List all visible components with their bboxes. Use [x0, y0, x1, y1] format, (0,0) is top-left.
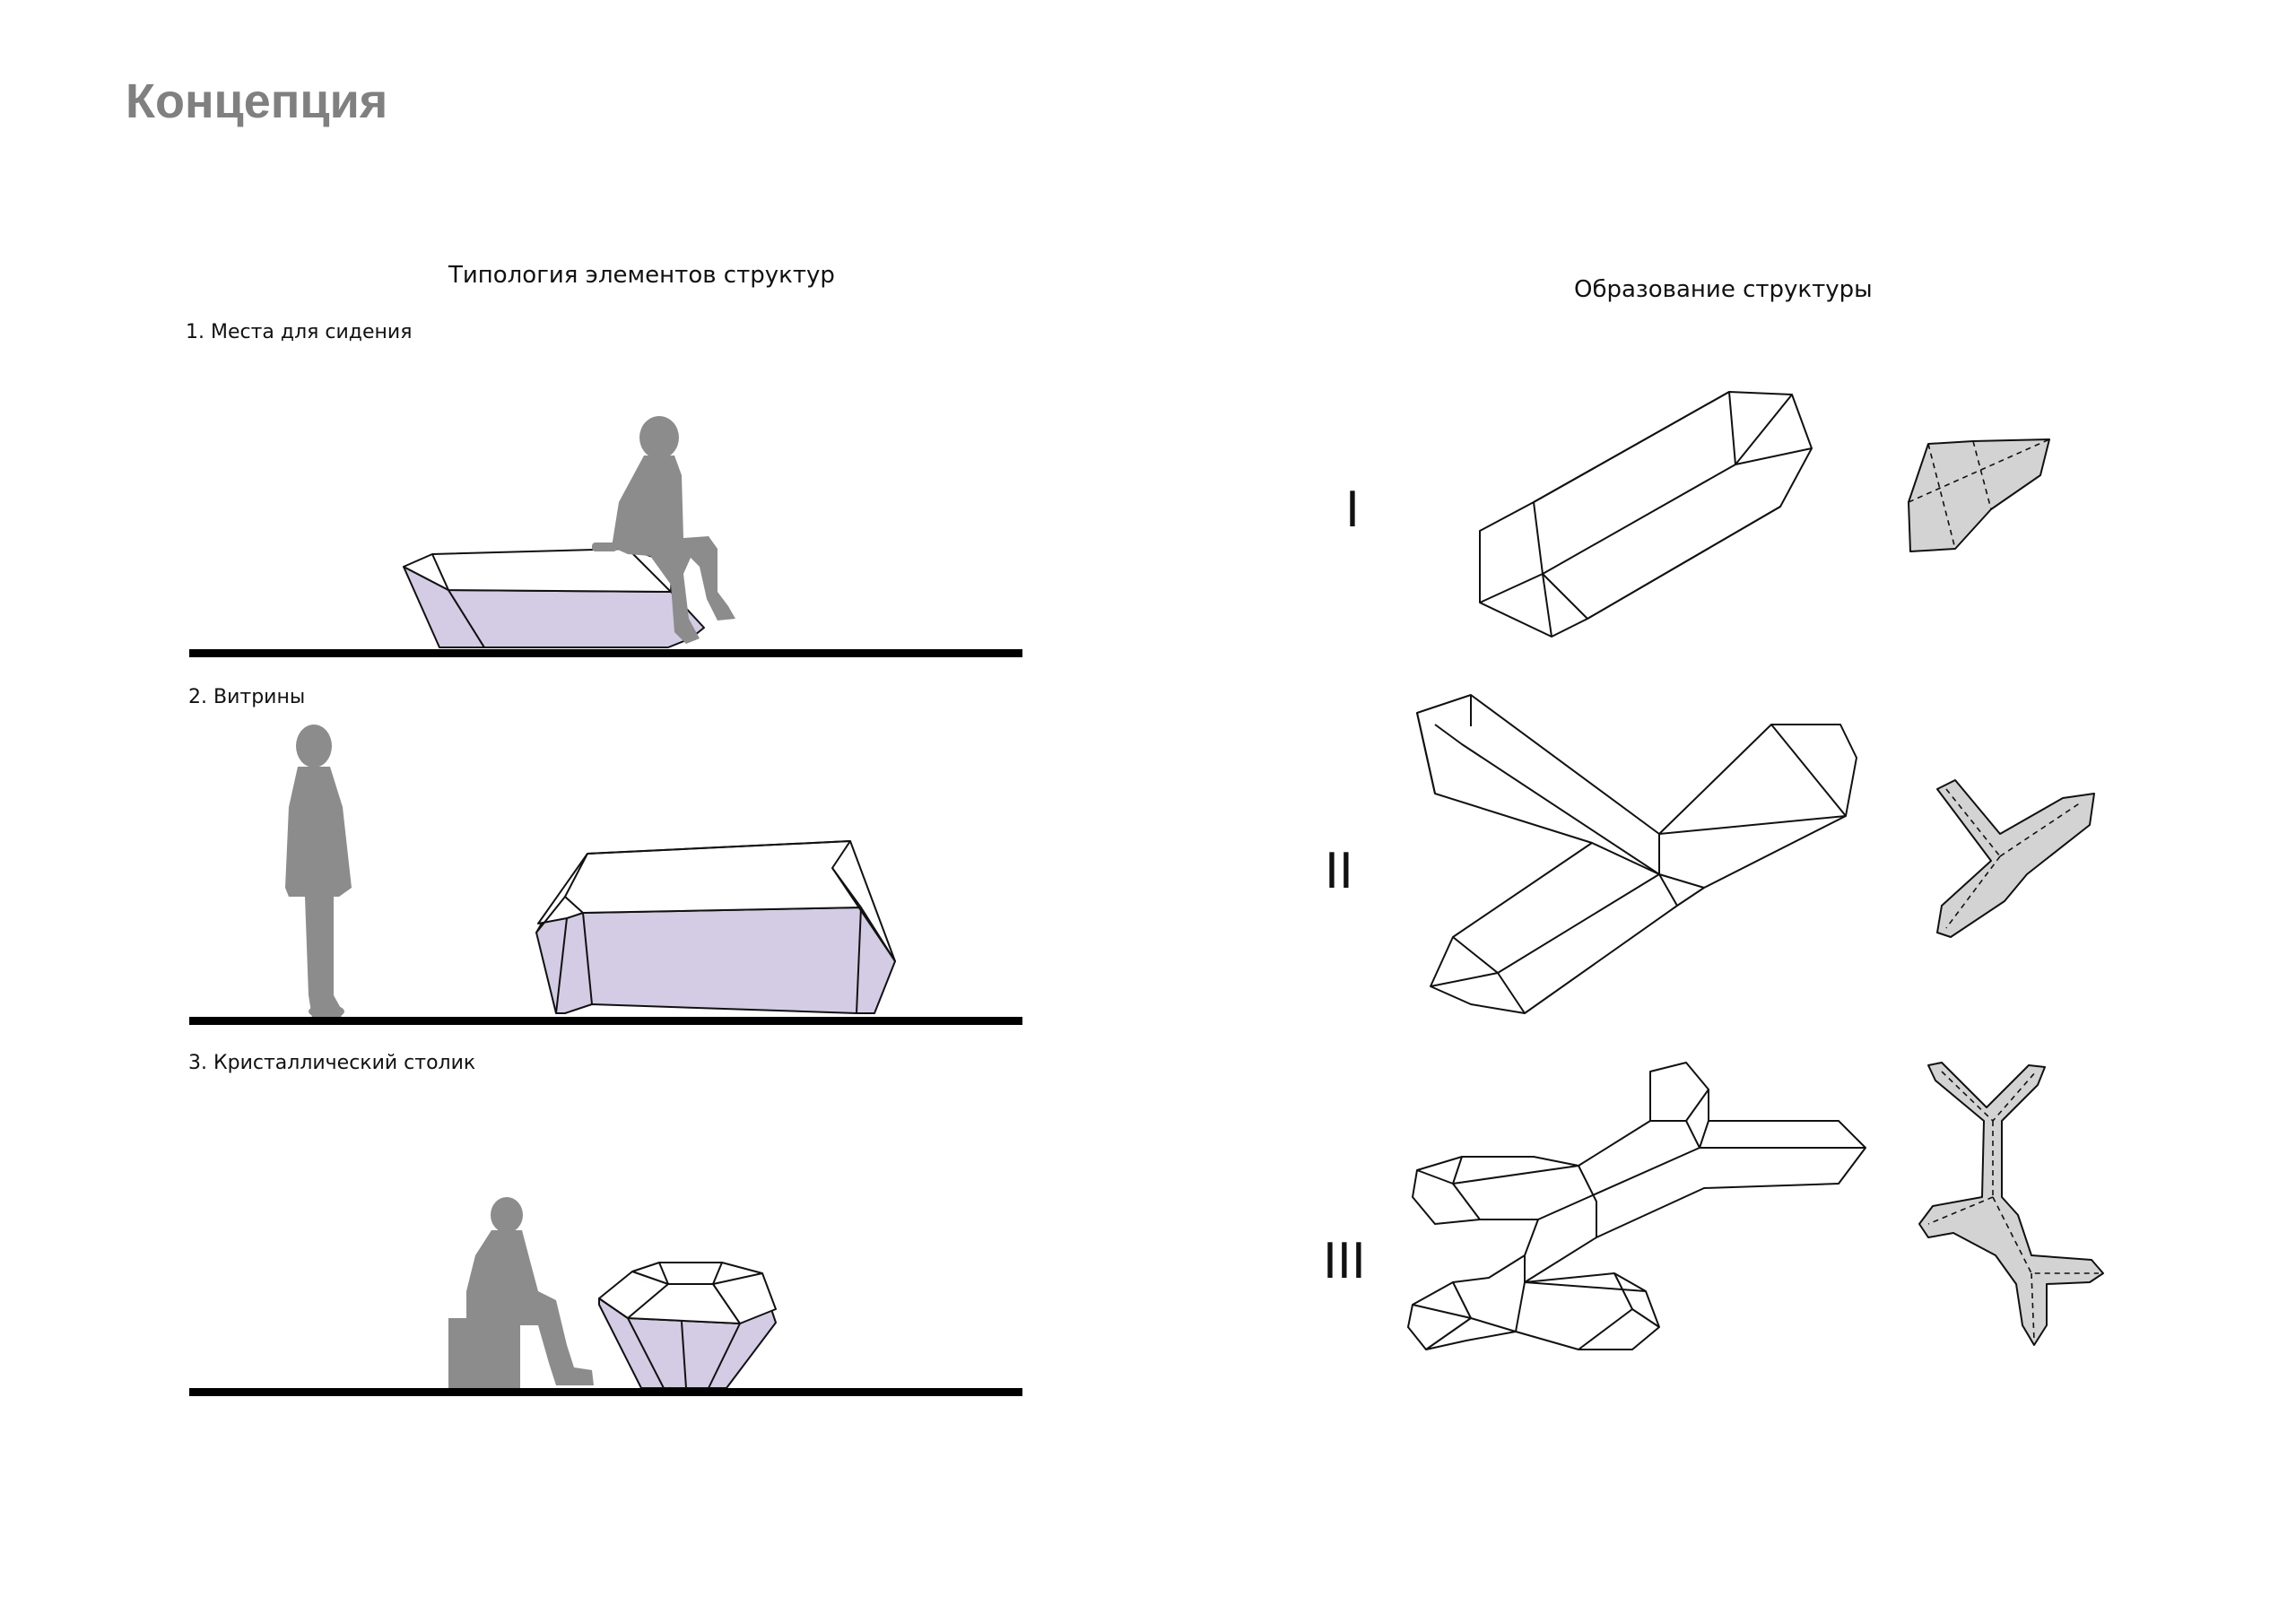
stage-3-crystal: [1407, 1062, 1866, 1350]
person-seated-silhouette: [466, 1197, 594, 1385]
typology-item-showcase-label: 2. Витрины: [188, 686, 306, 708]
stage-numeral-3: III: [1323, 1233, 1366, 1289]
stool-silhouette: [448, 1318, 520, 1388]
showcase-crystal: [535, 840, 896, 1014]
structure-title: Образование структуры: [1574, 276, 1873, 303]
typology-title: Типология элементов структур: [448, 262, 835, 289]
crystal-table: [598, 1262, 777, 1389]
ground-line-row2: [189, 1017, 1022, 1025]
person-standing-silhouette: [285, 725, 352, 1019]
ground-line-row1: [189, 649, 1022, 657]
typology-item-seating-label: 1. Места для сидения: [186, 321, 413, 343]
person-sitting-silhouette: [592, 416, 735, 644]
stage-3-module: [1918, 1062, 2104, 1346]
stage-2-module: [1936, 779, 2095, 938]
stage-1-crystal: [1479, 391, 1813, 638]
stage-2-crystal: [1416, 694, 1857, 1014]
page-title: Концепция: [126, 74, 388, 128]
stage-numeral-2: II: [1325, 843, 1353, 899]
seating-crystal: [403, 548, 705, 648]
stage-1-module: [1908, 438, 2050, 552]
stage-numeral-1: I: [1345, 482, 1360, 538]
typology-item-table-label: 3. Кристаллический столик: [188, 1052, 476, 1074]
ground-line-row3: [189, 1388, 1022, 1396]
